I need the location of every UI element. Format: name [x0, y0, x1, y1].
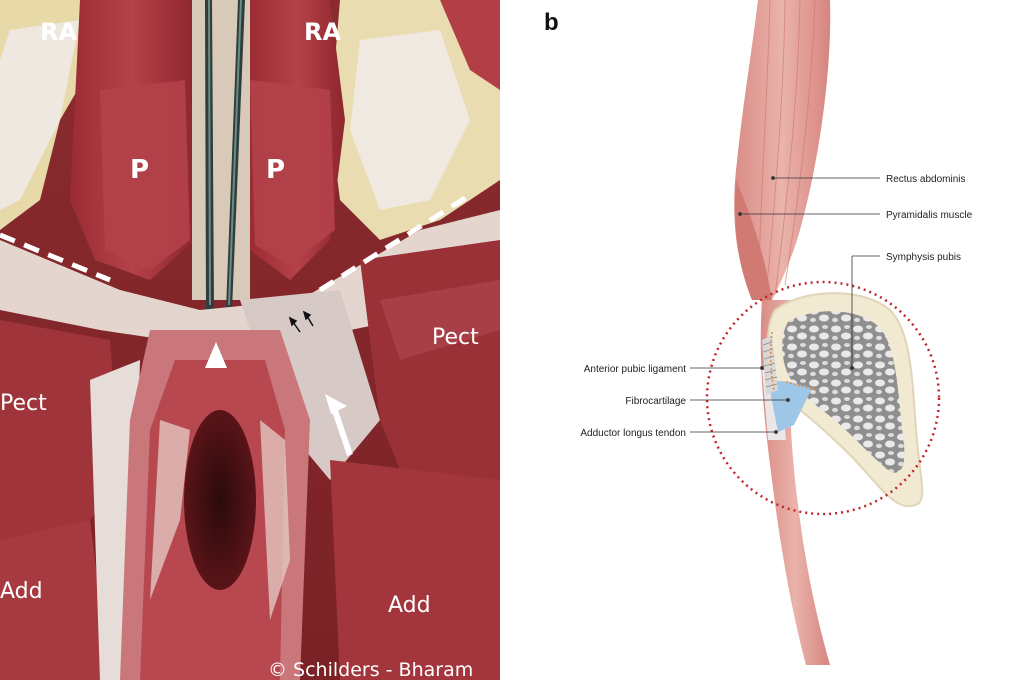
panel-letter-b: b — [544, 9, 559, 36]
rectus-abdominis-shape — [734, 0, 831, 300]
dissection-photo: RA RA P P Pect Pect Add Add © Schilders … — [0, 0, 500, 680]
label-pect-left: Pect — [0, 391, 47, 416]
label-ra-right: RA — [304, 18, 341, 46]
pyramidalis-shape — [734, 180, 772, 300]
label-fibrocartilage: Fibrocartilage — [625, 396, 686, 407]
dashed-line-right — [318, 192, 472, 293]
bone-trabecular-pattern — [782, 311, 905, 473]
fibrocartilage-shape — [768, 380, 812, 432]
label-symphysis-pubis: Symphysis pubis — [886, 252, 961, 263]
label-pect-right: Pect — [432, 325, 479, 350]
label-anterior-pubic-ligament: Anterior pubic ligament — [584, 364, 686, 375]
anatomy-illustration-drawing: b — [544, 0, 973, 665]
black-arrows-icon — [288, 310, 314, 333]
label-add-right: Add — [388, 593, 431, 618]
label-ra-left: RA — [40, 18, 77, 46]
label-adductor-longus-tendon: Adductor longus tendon — [580, 428, 686, 439]
copyright-text: © Schilders - Bharam — [268, 659, 473, 680]
anatomy-illustration: b — [500, 0, 1024, 680]
dashed-line-left — [0, 232, 111, 283]
label-pyramidalis: Pyramidalis muscle — [886, 210, 973, 221]
dissection-photo-drawing: RA RA P P Pect Pect Add Add © Schilders … — [0, 0, 500, 680]
highlight-circle — [705, 280, 941, 516]
label-p-left: P — [130, 155, 149, 185]
label-rectus-abdominis: Rectus abdominis — [886, 174, 965, 185]
white-arrowhead-icon — [205, 342, 227, 368]
label-p-right: P — [266, 155, 285, 185]
label-add-left: Add — [0, 579, 43, 604]
white-arrow-icon — [325, 394, 353, 456]
